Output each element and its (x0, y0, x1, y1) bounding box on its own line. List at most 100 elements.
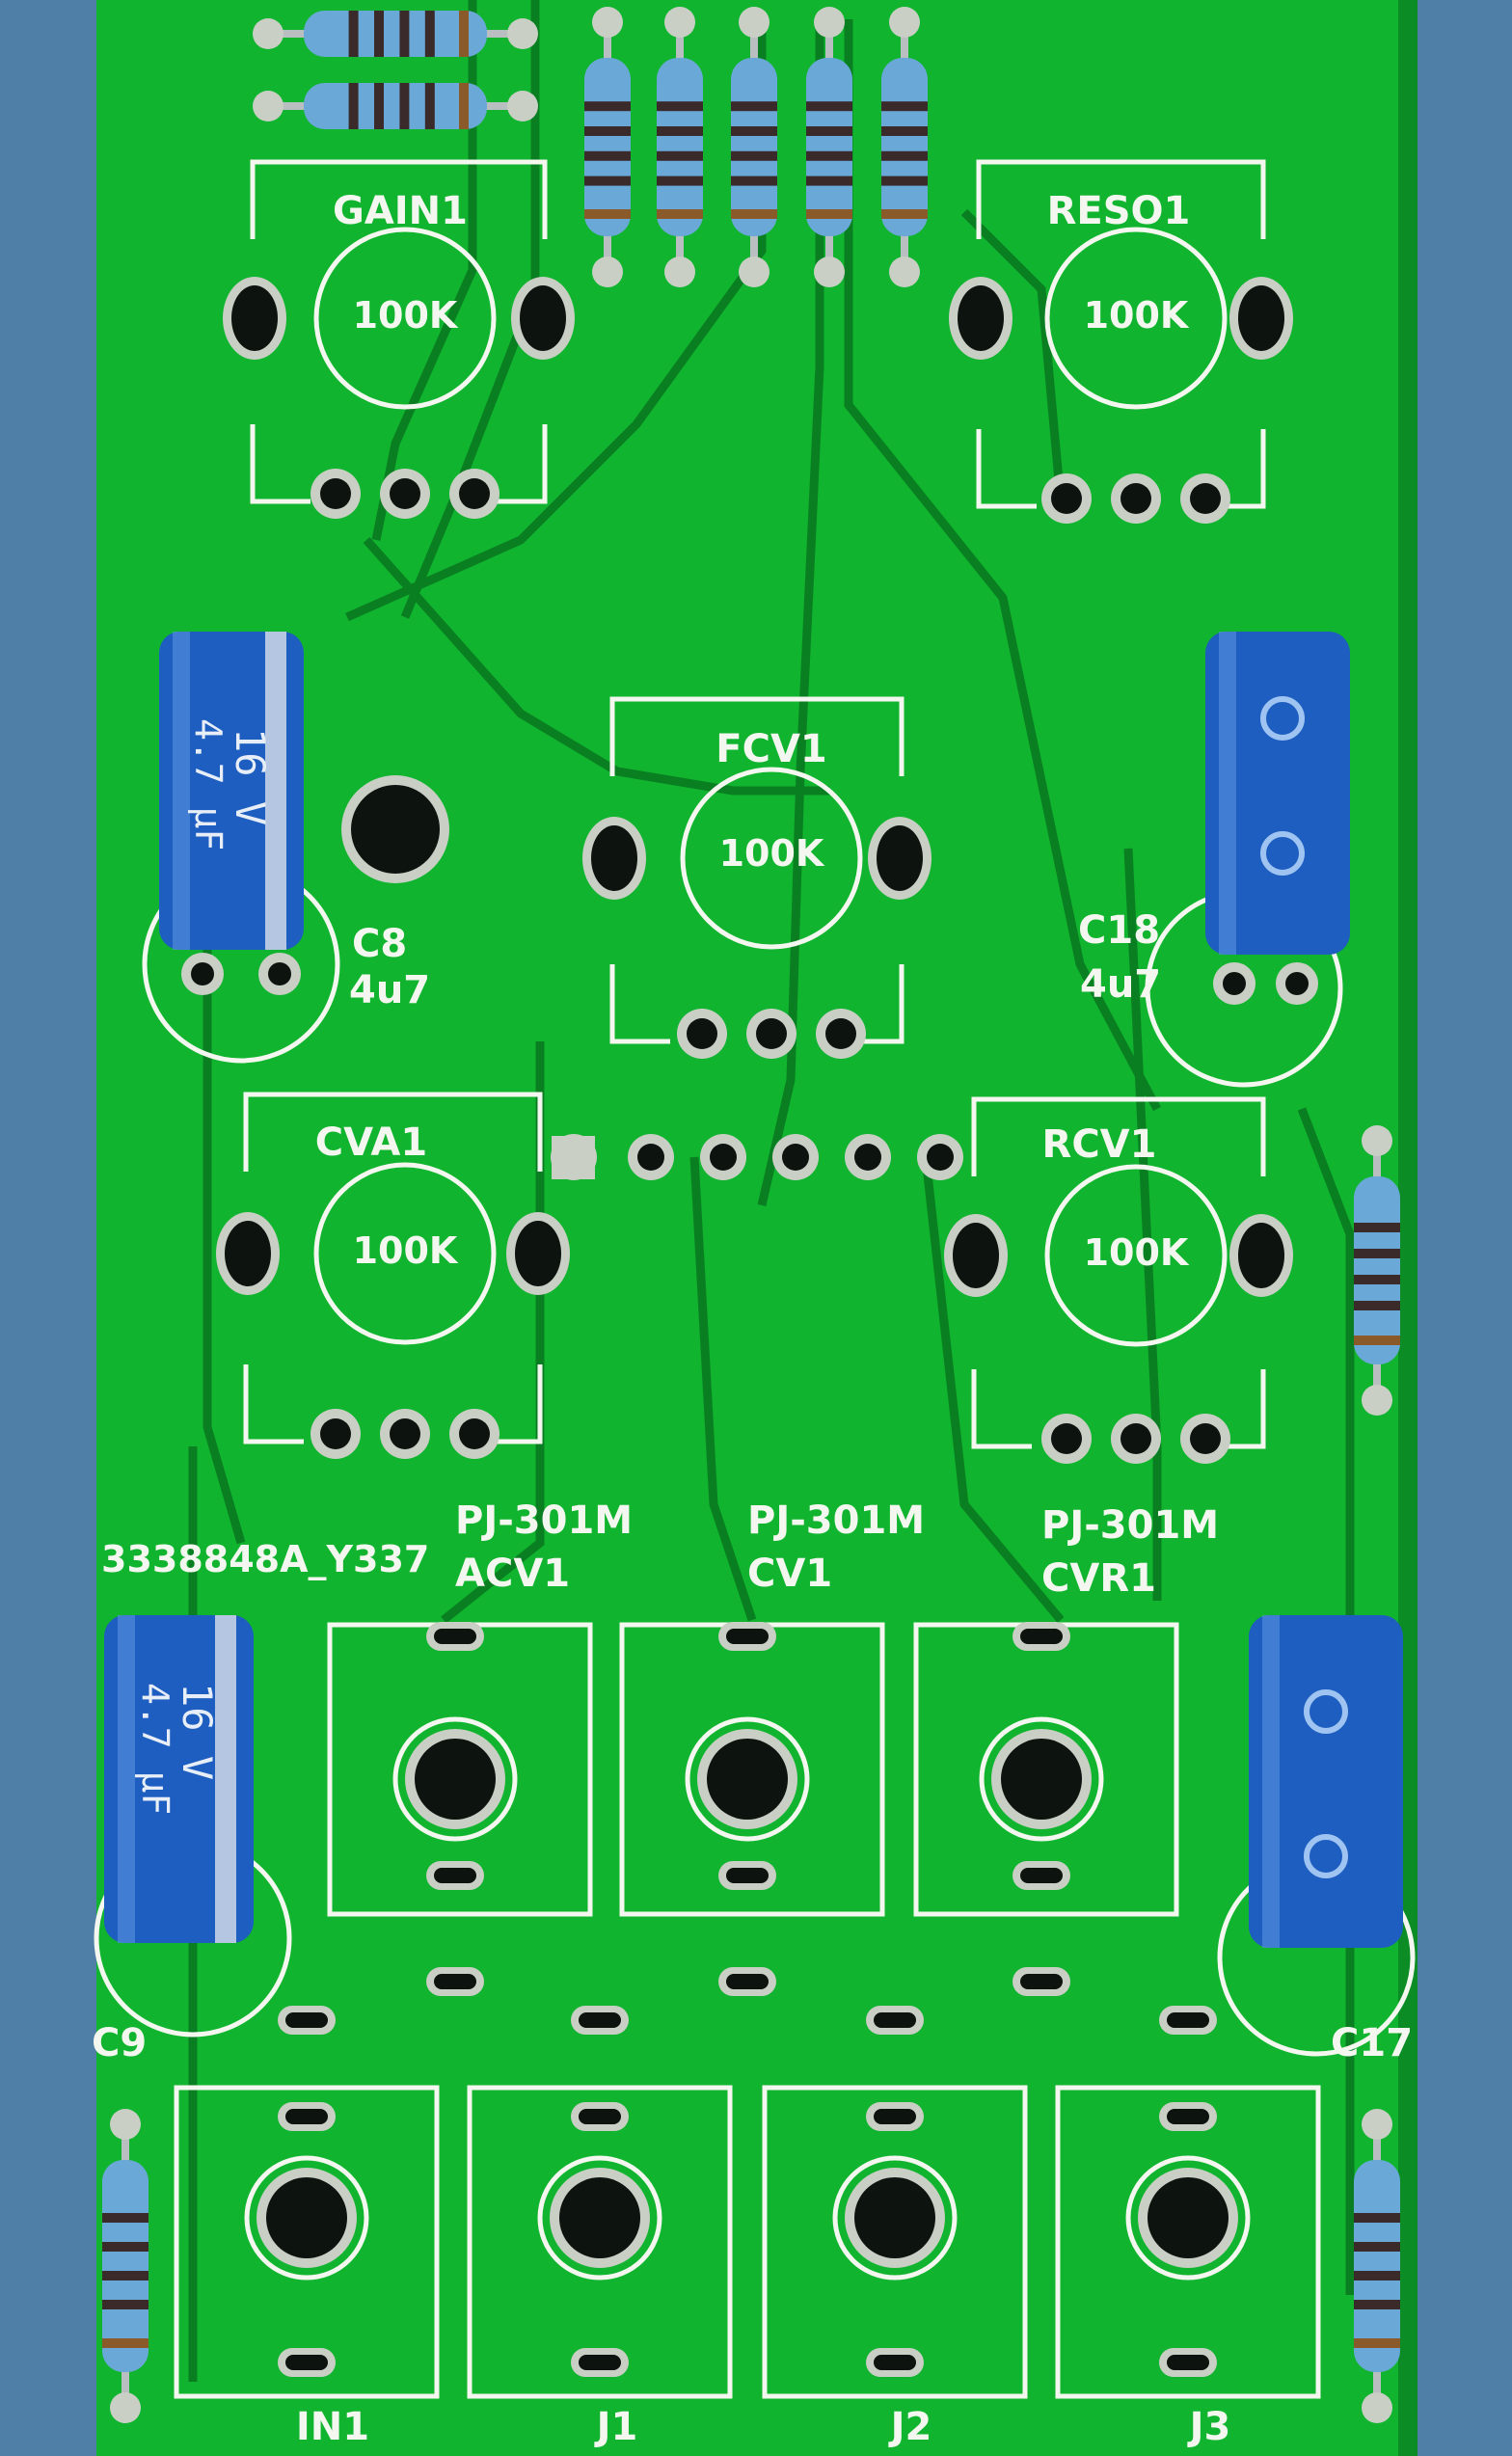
silkscreen-labels: GAIN1 100K RESO1 100K FCV1 100K CVA1 100… (92, 189, 1413, 2449)
part-cv1: PJ-301M (747, 1498, 925, 1543)
jack-outline-j3 (1055, 2085, 1321, 2399)
pot-lug-right-reso1-hole (1238, 285, 1284, 351)
jack-hole-j1-hole (559, 2177, 640, 2258)
jack-slot-top-cvr1-hole (1020, 1629, 1063, 1644)
label-rcv1: RCV1 (1042, 1122, 1157, 1167)
resistor-vertical-3 (806, 7, 852, 287)
jack-hole-acv1-hole (415, 1739, 496, 1820)
pot-lug-left-fcv1-hole (591, 825, 637, 891)
jack-slot-mid-cvr1-hole (1020, 1868, 1063, 1883)
label-cvr1: CVR1 (1041, 1556, 1156, 1601)
label-fcv1: FCV1 (716, 727, 826, 771)
jack-slot-upper-in1-hole (285, 2012, 328, 2028)
label-j1: J1 (594, 2405, 638, 2449)
value-rcv1: 100K (1084, 1231, 1190, 1274)
pot-lug-left-rcv1-hole (953, 1223, 999, 1288)
jack-slot-bot-j1-hole (579, 2355, 621, 2370)
resistor-vertical-0 (584, 7, 631, 287)
header-pad-4-hole (854, 1144, 881, 1171)
header-pad-1-hole (637, 1144, 664, 1171)
pot-lug-right-rcv1-hole (1238, 1223, 1284, 1288)
resistor-bottom-left (102, 2109, 148, 2423)
resistor-vertical-2 (731, 7, 777, 287)
mount-hole-hole (351, 785, 440, 874)
pot-pin-gain1-2-hole (459, 478, 490, 509)
label-c9: C9 (92, 2021, 147, 2065)
header-pad-3-hole (782, 1144, 809, 1171)
pot-pin-fcv1-1-hole (756, 1018, 787, 1049)
pot-pin-rcv1-2-hole (1190, 1423, 1221, 1454)
jack-slot-upper-j3-hole (1167, 2012, 1209, 2028)
label-j2: J2 (888, 2405, 932, 2449)
value-reso1: 100K (1084, 294, 1190, 337)
label-cva1: CVA1 (315, 1120, 427, 1165)
value-c8: 4u7 (349, 968, 430, 1012)
jack-slot-top-in1-hole (285, 2109, 328, 2124)
cap-pin-2-hole (1223, 972, 1246, 995)
jack-slot-bot-j3-hole (1167, 2355, 1209, 2370)
resistor-top-1 (253, 11, 538, 57)
header-pad-2-hole (710, 1144, 737, 1171)
jack-slot-mid-cv1-hole (726, 1868, 769, 1883)
cap-c9-voltage: 16 V (174, 1683, 221, 1780)
resistor-vertical-4 (881, 7, 928, 287)
jack-slot-mid-acv1-hole (434, 1868, 476, 1883)
resistor-vertical-1 (657, 7, 703, 287)
pot-lug-right-cva1-hole (515, 1221, 561, 1286)
cap-pin-3-hole (1285, 972, 1309, 995)
resistor-right-mid (1354, 1125, 1400, 1416)
jack-slot-bot-acv1-hole (434, 1974, 476, 1989)
capacitor-c8: 16 V 4.7 μF (159, 632, 304, 950)
capacitor-c18 (1205, 632, 1350, 955)
value-gain1: 100K (353, 294, 459, 337)
pot-pin-reso1-1-hole (1120, 483, 1151, 514)
pot-lug-right-fcv1-hole (877, 825, 923, 891)
jack-ring-acv1 (392, 1716, 518, 1842)
header-pad-square (552, 1136, 595, 1179)
pot-pin-cva1-2-hole (459, 1418, 490, 1449)
label-reso1: RESO1 (1047, 189, 1191, 233)
label-acv1: ACV1 (455, 1552, 570, 1596)
label-j3: J3 (1187, 2405, 1231, 2449)
jack-outline-j2 (762, 2085, 1028, 2399)
jack-slot-top-j2-hole (874, 2109, 916, 2124)
jack-slot-upper-j2-hole (874, 2012, 916, 2028)
cap-c8-voltage: 16 V (227, 728, 274, 825)
jack-outline-in1 (174, 2085, 440, 2399)
pot-knob-circle-reso1 (1044, 227, 1228, 410)
pcb-board (96, 0, 1418, 2456)
jack-slot-bot-cv1-hole (726, 1974, 769, 1989)
pot-knob-circle-rcv1 (1044, 1164, 1228, 1347)
pot-pin-reso1-2-hole (1190, 483, 1221, 514)
pot-pin-cva1-1-hole (390, 1418, 420, 1449)
resistor-bottom-right (1354, 2109, 1400, 2423)
pot-outline-gain1 (250, 159, 548, 504)
jack-hole-cvr1-hole (1001, 1739, 1082, 1820)
jack-outline-j1 (467, 2085, 733, 2399)
pot-pin-fcv1-2-hole (825, 1018, 856, 1049)
pot-pin-cva1-0-hole (320, 1418, 351, 1449)
resistor-top-2 (253, 83, 538, 129)
jack-slot-upper-j1-hole (579, 2012, 621, 2028)
jack-slot-top-j3-hole (1167, 2109, 1209, 2124)
label-c8: C8 (352, 922, 407, 966)
pot-knob-circle-cva1 (313, 1162, 497, 1345)
header-pad-5-hole (927, 1144, 954, 1171)
label-cv1: CV1 (747, 1552, 832, 1596)
pot-pin-gain1-0-hole (320, 478, 351, 509)
pot-knob-circle-gain1 (313, 227, 497, 410)
jack-ring-j1 (537, 2155, 662, 2281)
pot-knob-circle-fcv1 (680, 767, 863, 950)
jack-slot-top-cv1-hole (726, 1629, 769, 1644)
jack-hole-cv1-hole (707, 1739, 788, 1820)
jack-ring-in1 (244, 2155, 369, 2281)
cap-pin-1-hole (268, 962, 291, 985)
pot-lug-right-gain1-hole (520, 285, 566, 351)
pot-pin-rcv1-1-hole (1120, 1423, 1151, 1454)
value-fcv1: 100K (719, 832, 825, 875)
pot-outline-cva1 (243, 1092, 543, 1444)
jack-ring-cv1 (685, 1716, 810, 1842)
label-in1: IN1 (296, 2405, 369, 2449)
label-c18: C18 (1078, 908, 1160, 953)
